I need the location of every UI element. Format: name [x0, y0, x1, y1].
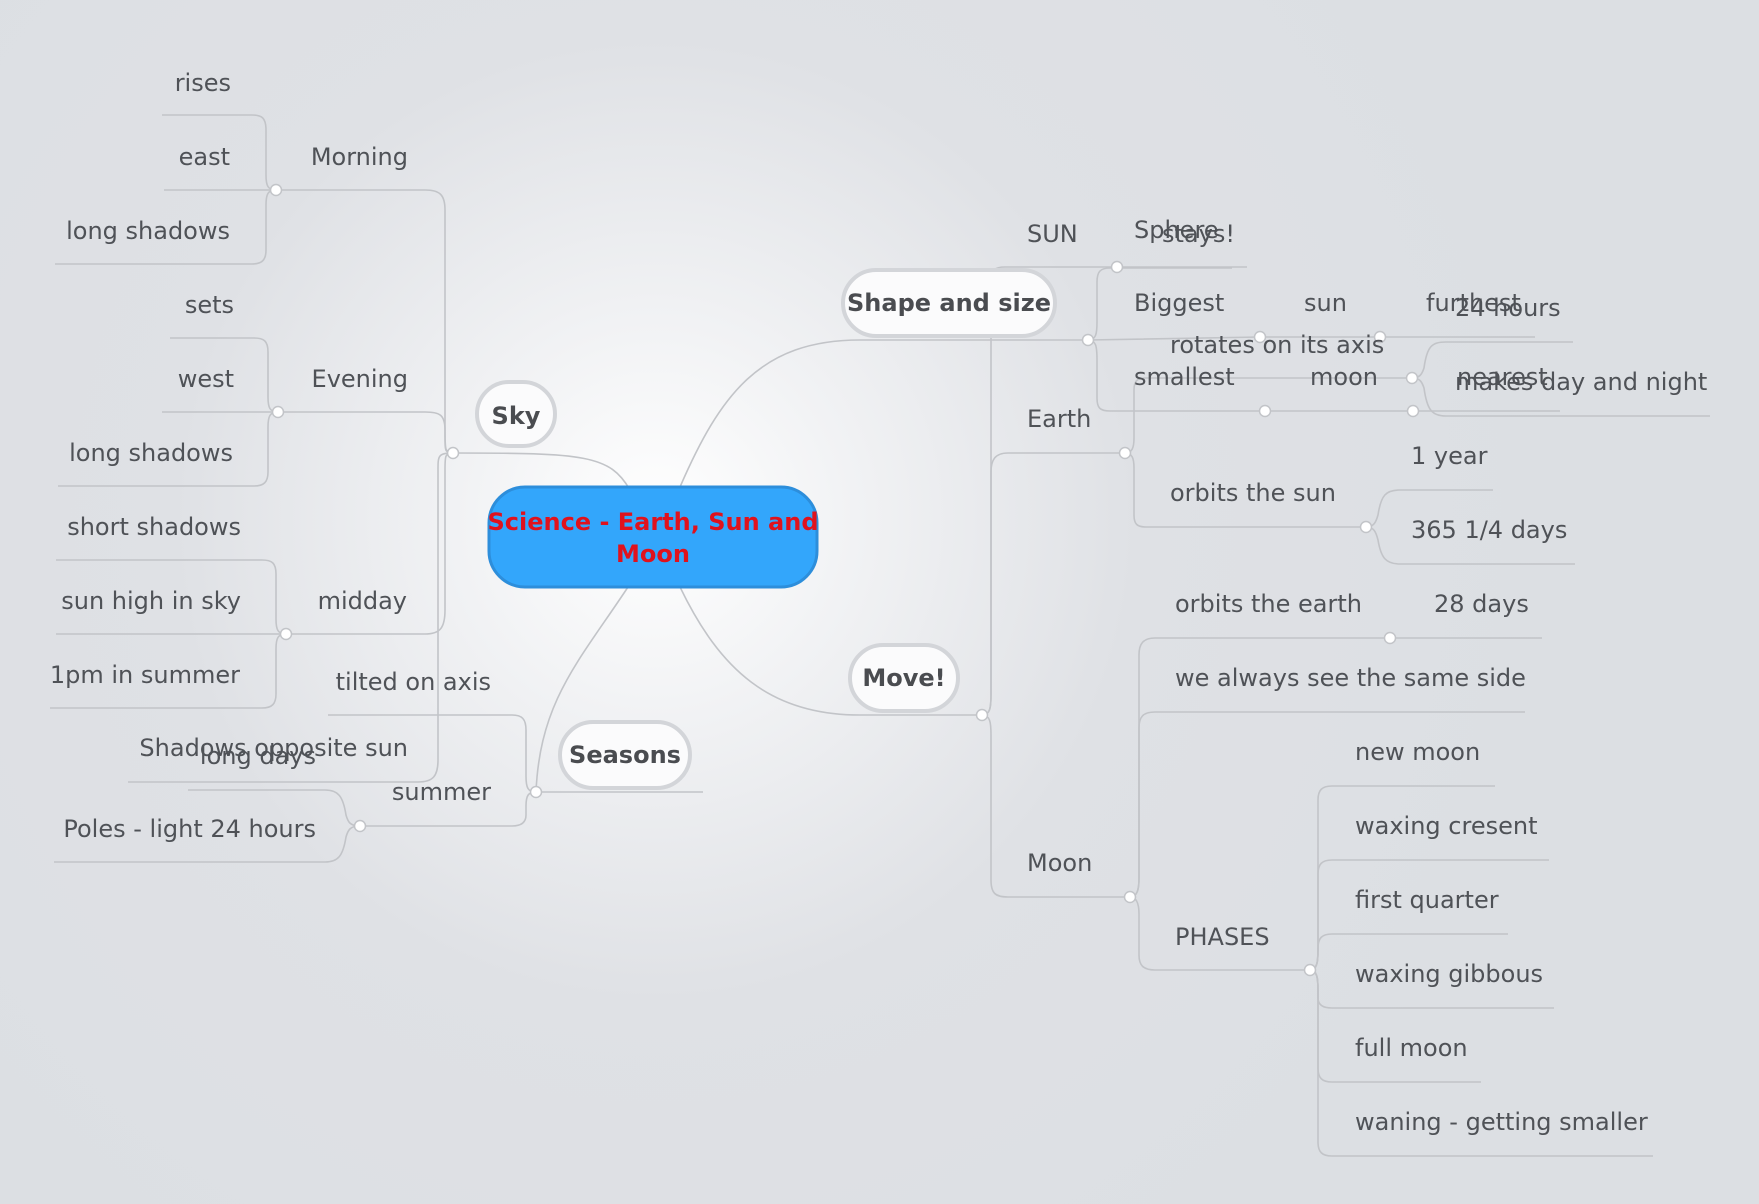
node-summer[interactable]: summer: [392, 778, 491, 806]
node-orbits-the-earth[interactable]: orbits the earth: [1175, 590, 1362, 618]
node-earth[interactable]: Earth: [1027, 405, 1091, 433]
collapse-dot-orbits-earth[interactable]: [1383, 631, 1397, 645]
node-phase-waning[interactable]: waning - getting smaller: [1355, 1108, 1648, 1136]
topic-node-move[interactable]: Move!: [848, 643, 960, 713]
node-biggest[interactable]: Biggest: [1134, 289, 1224, 317]
edge-phase-1: [1309, 859, 1549, 971]
collapse-dot-morning[interactable]: [269, 183, 283, 197]
node-midday[interactable]: midday: [318, 587, 407, 615]
node-sphere[interactable]: Sphere: [1134, 216, 1219, 244]
node-moon-nearest[interactable]: nearest: [1457, 363, 1548, 391]
collapse-dot-summer[interactable]: [353, 819, 367, 833]
node-evening-long-shadows[interactable]: long shadows: [69, 439, 233, 467]
node-sun-furthest[interactable]: furthest: [1426, 289, 1521, 317]
topic-label-move: Move!: [862, 664, 945, 692]
collapse-dot-smallest[interactable]: [1258, 404, 1272, 418]
node-orbits-1-year[interactable]: 1 year: [1411, 442, 1488, 470]
node-phase-full-moon[interactable]: full moon: [1355, 1034, 1468, 1062]
node-phase-waxing-cresent[interactable]: waxing cresent: [1355, 812, 1537, 840]
node-rotates-on-axis[interactable]: rotates on its axis: [1170, 331, 1384, 359]
collapse-dot-phases[interactable]: [1303, 963, 1317, 977]
edge-evening-long: [58, 411, 279, 487]
edge-seasons-tilted: [328, 714, 537, 793]
node-phase-new-moon[interactable]: new moon: [1355, 738, 1480, 766]
edge-sky-evening: [278, 411, 454, 454]
topic-label-seasons: Seasons: [569, 741, 681, 769]
node-same-side[interactable]: we always see the same side: [1175, 664, 1526, 692]
collapse-dot-shape[interactable]: [1081, 333, 1095, 347]
topic-label-sky: Sky: [492, 402, 541, 430]
node-28-days[interactable]: 28 days: [1434, 590, 1529, 618]
edge-midday-short: [56, 559, 287, 635]
node-phase-first-quarter[interactable]: first quarter: [1355, 886, 1499, 914]
topic-label-shape: Shape and size: [847, 289, 1051, 317]
node-phases[interactable]: PHASES: [1175, 923, 1270, 951]
node-summer-long-days[interactable]: long days: [200, 742, 316, 770]
node-sun-stays[interactable]: stays!: [1162, 220, 1235, 248]
edge-morning-rises: [162, 114, 277, 191]
node-smallest[interactable]: smallest: [1134, 363, 1235, 391]
node-phase-waxing-gibbous[interactable]: waxing gibbous: [1355, 960, 1543, 988]
node-midday-short-shadows[interactable]: short shadows: [67, 513, 241, 541]
collapse-dot-earth[interactable]: [1118, 446, 1132, 460]
node-morning-long-shadows[interactable]: long shadows: [66, 217, 230, 245]
edge-root-sky: [452, 452, 631, 491]
node-move-sun[interactable]: SUN: [1027, 220, 1078, 248]
node-moon[interactable]: Moon: [1027, 849, 1092, 877]
edge-evening-sets: [170, 337, 279, 413]
edge-root-move: [679, 586, 982, 716]
collapse-dot-moon-size[interactable]: [1406, 404, 1420, 418]
edge-move-moon: [981, 714, 1130, 898]
edge-move-earth: [981, 452, 1125, 716]
edge-summer-poles: [54, 825, 361, 863]
node-smallest-moon[interactable]: moon: [1310, 363, 1378, 391]
node-rotates-day-night[interactable]: makes day and night: [1455, 368, 1707, 396]
collapse-dot-moon[interactable]: [1123, 890, 1137, 904]
node-rotates-24-hours[interactable]: 24 hours: [1455, 294, 1561, 322]
topic-node-seasons[interactable]: Seasons: [558, 720, 692, 790]
node-evening[interactable]: Evening: [312, 365, 408, 393]
edge-root-seasons: [535, 586, 703, 793]
collapse-dot-sky[interactable]: [446, 446, 460, 460]
collapse-dot-midday[interactable]: [279, 627, 293, 641]
node-morning-east[interactable]: east: [179, 143, 230, 171]
edge-root-shape: [679, 339, 1088, 488]
root-title-line2: Moon: [616, 540, 690, 568]
node-evening-west[interactable]: west: [178, 365, 234, 393]
topic-node-shape[interactable]: Shape and size: [841, 268, 1057, 338]
root-node[interactable]: Science - Earth, Sun and Moon: [487, 485, 819, 589]
edge-midday-1pm: [50, 633, 287, 709]
edge-seasons-summer: [360, 791, 537, 827]
root-title-line1: Science - Earth, Sun and: [487, 508, 818, 536]
collapse-dot-move[interactable]: [975, 708, 989, 722]
topic-node-sky[interactable]: Sky: [475, 380, 557, 448]
node-tilted-on-axis[interactable]: tilted on axis: [336, 668, 491, 696]
collapse-dot-sun[interactable]: [1373, 330, 1387, 344]
node-orbits-the-sun[interactable]: orbits the sun: [1170, 479, 1336, 507]
node-morning-rises[interactable]: rises: [175, 69, 231, 97]
node-shadows-opposite-sun[interactable]: Shadows opposite sun: [139, 734, 408, 762]
node-biggest-sun[interactable]: sun: [1304, 289, 1347, 317]
node-evening-sets[interactable]: sets: [185, 291, 234, 319]
node-summer-poles[interactable]: Poles - light 24 hours: [63, 815, 316, 843]
node-midday-sun-high[interactable]: sun high in sky: [61, 587, 241, 615]
node-orbits-365-days[interactable]: 365 1/4 days: [1411, 516, 1567, 544]
collapse-dot-orbits-sun[interactable]: [1359, 520, 1373, 534]
collapse-dot-sun-move[interactable]: [1110, 260, 1124, 274]
edge-sky-shadows: [128, 452, 454, 783]
collapse-dot-seasons[interactable]: [529, 785, 543, 799]
edge-morning-long: [55, 189, 277, 265]
edge-summer-long: [188, 789, 361, 827]
edge-sky-morning: [276, 189, 454, 454]
collapse-dot-rotates[interactable]: [1405, 371, 1419, 385]
collapse-dot-biggest[interactable]: [1253, 330, 1267, 344]
node-midday-1pm[interactable]: 1pm in summer: [50, 661, 240, 689]
node-morning[interactable]: Morning: [311, 143, 408, 171]
collapse-dot-evening[interactable]: [271, 405, 285, 419]
